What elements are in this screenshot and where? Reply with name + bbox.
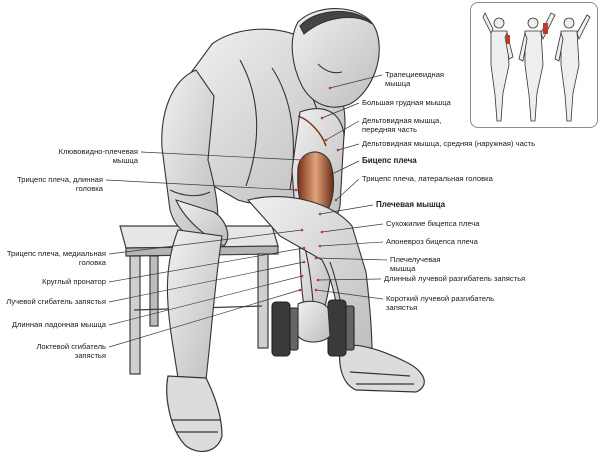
leader-coracobrachialis — [140, 151, 303, 161]
label-fcr-line: Лучевой сгибатель запястья — [6, 297, 106, 306]
leader-triceps-long — [105, 179, 297, 191]
right-hand — [297, 300, 331, 343]
leader-dot-pronator — [302, 246, 306, 250]
leader-ecrl — [317, 278, 382, 281]
label-biceps-line: Бицепс плеча — [362, 156, 417, 165]
label-biceps-tendon-line: Сухожилие бицепса плеча — [386, 219, 480, 228]
leader-delt-mid — [337, 143, 360, 151]
leader-dot-trap — [328, 86, 332, 90]
label-biceps: Бицепс плеча — [362, 156, 417, 165]
leader-dot-brachioradialis — [314, 256, 318, 260]
label-ecrb-line: запястья — [386, 303, 418, 312]
leader-triceps-med — [108, 229, 303, 255]
leader-lines — [105, 74, 388, 348]
leader-brachioradialis — [315, 257, 388, 261]
leader-dot-triceps-lat — [334, 198, 338, 202]
label-coracobrachialis-line: Клювовидно-плечевая — [58, 147, 138, 156]
leader-dot-palmaris — [300, 274, 304, 278]
leader-brachialis — [319, 204, 374, 215]
mini-figures — [482, 12, 591, 122]
muscle-map-inset — [470, 2, 598, 128]
leader-dot-aponeurosis — [318, 244, 322, 248]
label-trap-line: Трапециевидная — [385, 70, 445, 79]
leader-dot-ecrb — [314, 288, 318, 292]
label-delt-ant-line: передняя часть — [362, 125, 417, 134]
label-fcr: Лучевой сгибатель запястья — [6, 297, 106, 306]
label-ecrl: Длинный лучевой разгибатель запястья — [384, 274, 525, 283]
leader-pronator — [108, 247, 305, 283]
leader-biceps — [327, 160, 360, 177]
leader-dot-triceps-long — [294, 188, 298, 192]
leader-dot-pec — [320, 116, 324, 120]
bench — [119, 225, 279, 375]
leader-dot-brachialis — [318, 212, 322, 216]
label-brachioradialis-line: мышца — [390, 264, 416, 273]
leader-ecrb — [315, 289, 384, 300]
head — [291, 8, 380, 108]
label-triceps-med-line: головка — [78, 258, 106, 267]
label-palmaris-line: Длинная ладонная мышца — [11, 320, 106, 329]
label-fcu-line: запястья — [74, 351, 106, 360]
label-coracobrachialis-line: мышца — [112, 156, 138, 165]
leader-fcu — [108, 289, 301, 348]
label-fcu-line: Локтевой сгибатель — [36, 342, 106, 351]
label-biceps-tendon: Сухожилие бицепса плеча — [386, 219, 479, 228]
leader-trap — [329, 74, 383, 89]
leader-pec — [321, 102, 360, 119]
label-triceps-lat: Трицепс плеча, латеральная головка — [362, 174, 493, 183]
label-brachialis: Плечевая мышца — [376, 200, 445, 209]
leader-delt-ant — [325, 120, 360, 141]
label-pec: Большая грудная мышца — [362, 98, 451, 107]
label-delt-mid-line: Дельтовидная мышца, средняя (наружная) ч… — [362, 139, 536, 148]
label-pronator: Круглый пронатор — [42, 277, 106, 286]
shoes — [166, 344, 425, 453]
leader-fcr — [108, 261, 305, 303]
leader-dot-biceps-tendon — [320, 230, 324, 234]
leader-dot-triceps-med — [300, 228, 304, 232]
label-delt-ant-line: Дельтовидная мышца, — [362, 116, 442, 125]
label-brachioradialis-line: Плечелучевая — [390, 255, 441, 264]
leader-dot-delt-mid — [336, 148, 340, 152]
label-pec-line: Большая грудная мышца — [362, 98, 451, 107]
label-triceps-long-line: головка — [75, 184, 103, 193]
label-triceps-lat-line: Трицепс плеча, латеральная головка — [362, 174, 493, 183]
leader-dot-delt-ant — [324, 138, 328, 142]
leader-biceps-tendon — [321, 223, 384, 233]
label-pronator-line: Круглый пронатор — [42, 277, 106, 286]
label-triceps-long-line: Трицепс плеча, длинная — [17, 175, 103, 184]
leader-dot-coracobrachialis — [300, 158, 304, 162]
leader-dot-ecrl — [316, 278, 320, 282]
label-trap-line: мышца — [385, 79, 411, 88]
leader-aponeurosis — [319, 241, 384, 247]
label-brachialis-line: Плечевая мышца — [376, 200, 446, 209]
leader-palmaris — [108, 275, 303, 326]
label-aponeurosis: Апоневроз бицепса плеча — [386, 237, 478, 246]
label-triceps-med-line: Трицепс плеча, медиальная — [6, 249, 106, 258]
label-aponeurosis-line: Апоневроз бицепса плеча — [386, 237, 478, 246]
label-delt-mid: Дельтовидная мышца, средняя (наружная) ч… — [362, 139, 535, 148]
leader-triceps-lat — [335, 178, 360, 201]
label-palmaris: Длинная ладонная мышца — [12, 320, 106, 329]
leader-dot-fcr — [302, 260, 306, 264]
label-delt-ant: Дельтовидная мышца,передняя часть — [362, 116, 441, 134]
label-ecrl-line: Длинный лучевой разгибатель запястья — [384, 274, 526, 283]
leader-dot-fcu — [298, 288, 302, 292]
label-ecrb-line: Короткий лучевой разгибатель — [386, 294, 495, 303]
leader-dot-biceps — [326, 174, 330, 178]
